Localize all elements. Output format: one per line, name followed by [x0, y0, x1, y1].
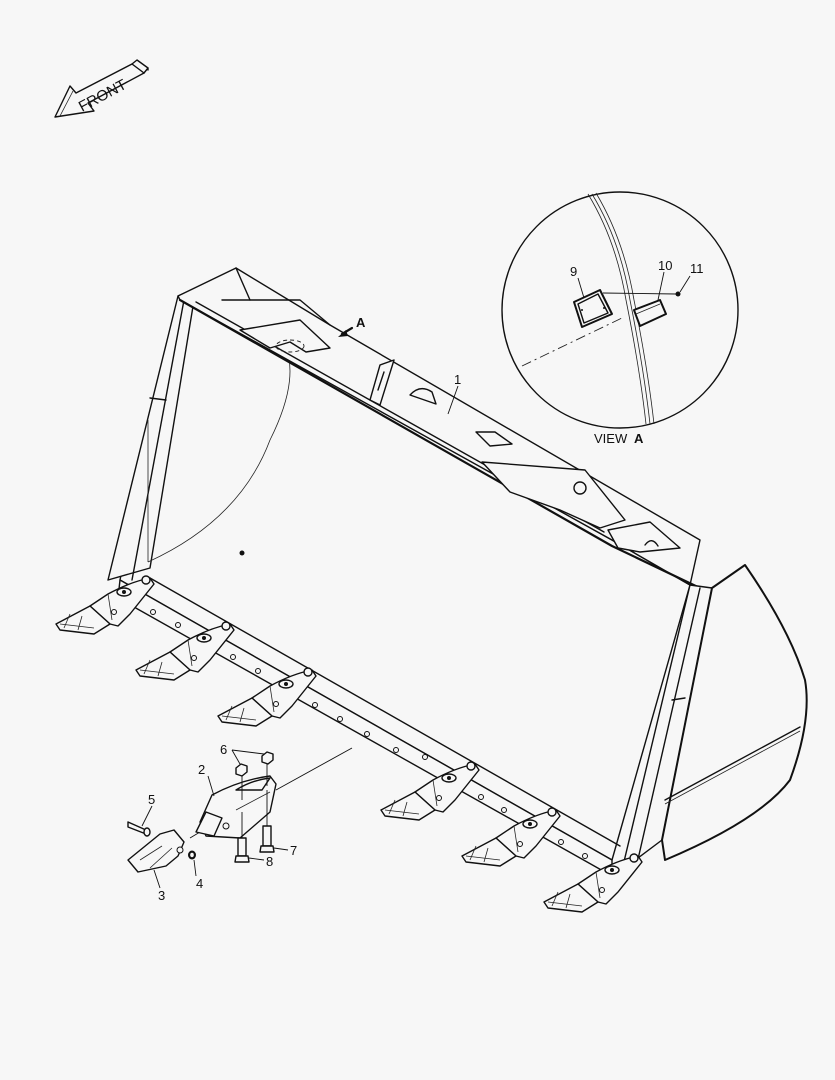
plate-10 [633, 299, 667, 327]
view-a-detail [501, 191, 739, 429]
plate-frame-9 [573, 289, 613, 328]
callout-9: 9 [570, 264, 577, 279]
callout-7: 7 [290, 843, 297, 858]
callout-2: 2 [198, 762, 205, 777]
view-a-title-prefix: VIEW [594, 431, 628, 446]
view-a-marker: A [338, 315, 366, 337]
front-direction-arrow: FRONT [54, 59, 149, 118]
callout-6: 6 [220, 742, 227, 757]
cutting-edge-holes [150, 609, 588, 859]
view-a-title: VIEW A [594, 431, 644, 446]
callouts: 1 2 3 4 5 6 7 8 9 10 11 [141, 258, 704, 903]
callout-10: 10 [658, 258, 672, 273]
callout-3: 3 [158, 888, 165, 903]
bucket-body [107, 267, 808, 877]
callout-1: 1 [454, 372, 461, 387]
callout-5: 5 [148, 792, 155, 807]
view-a-title-letter: A [634, 431, 644, 446]
callout-4: 4 [196, 876, 203, 891]
callout-11: 11 [690, 261, 704, 276]
view-a-marker-label: A [356, 315, 366, 330]
exploded-tooth-assembly [127, 747, 353, 873]
callout-8: 8 [266, 854, 273, 869]
